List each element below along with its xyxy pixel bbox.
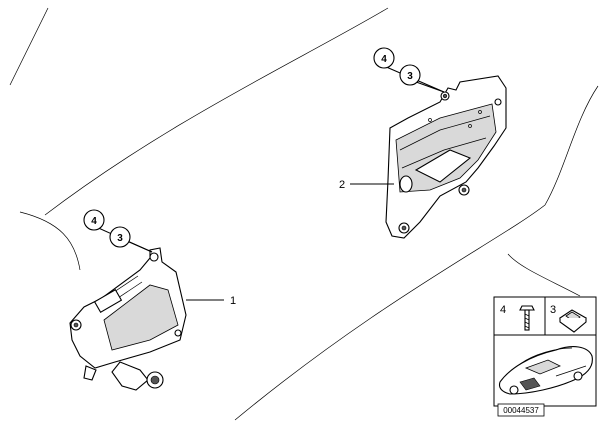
bubble-lower-3-text: 3 <box>117 233 123 244</box>
bubble-lower-4-text: 4 <box>91 216 97 227</box>
callout-bubble-lower-4: 4 <box>83 209 105 231</box>
nut-icon <box>559 309 587 333</box>
bolt-icon <box>519 305 535 331</box>
callout-bubble-lower-3: 3 <box>109 226 131 248</box>
callout-bubble-upper-4: 4 <box>373 47 395 69</box>
bubble-upper-3-text: 3 <box>407 71 413 82</box>
car-body-outline <box>9 7 599 421</box>
diagram-id: 00044537 <box>503 406 539 415</box>
inset-label-bolt: 4 <box>500 304 506 316</box>
car-thumbnail-icon <box>498 346 593 395</box>
callout-bubble-upper-3: 3 <box>399 64 421 86</box>
inset-label-nut: 3 <box>550 304 556 316</box>
callout-part-1: 1 <box>230 295 236 307</box>
callout-part-2: 2 <box>339 179 345 191</box>
bubble-upper-4-text: 4 <box>381 54 387 65</box>
control-unit-upper <box>385 75 507 239</box>
inset-panel: 4 3 00044537 <box>493 296 597 417</box>
control-unit-lower <box>69 247 187 391</box>
